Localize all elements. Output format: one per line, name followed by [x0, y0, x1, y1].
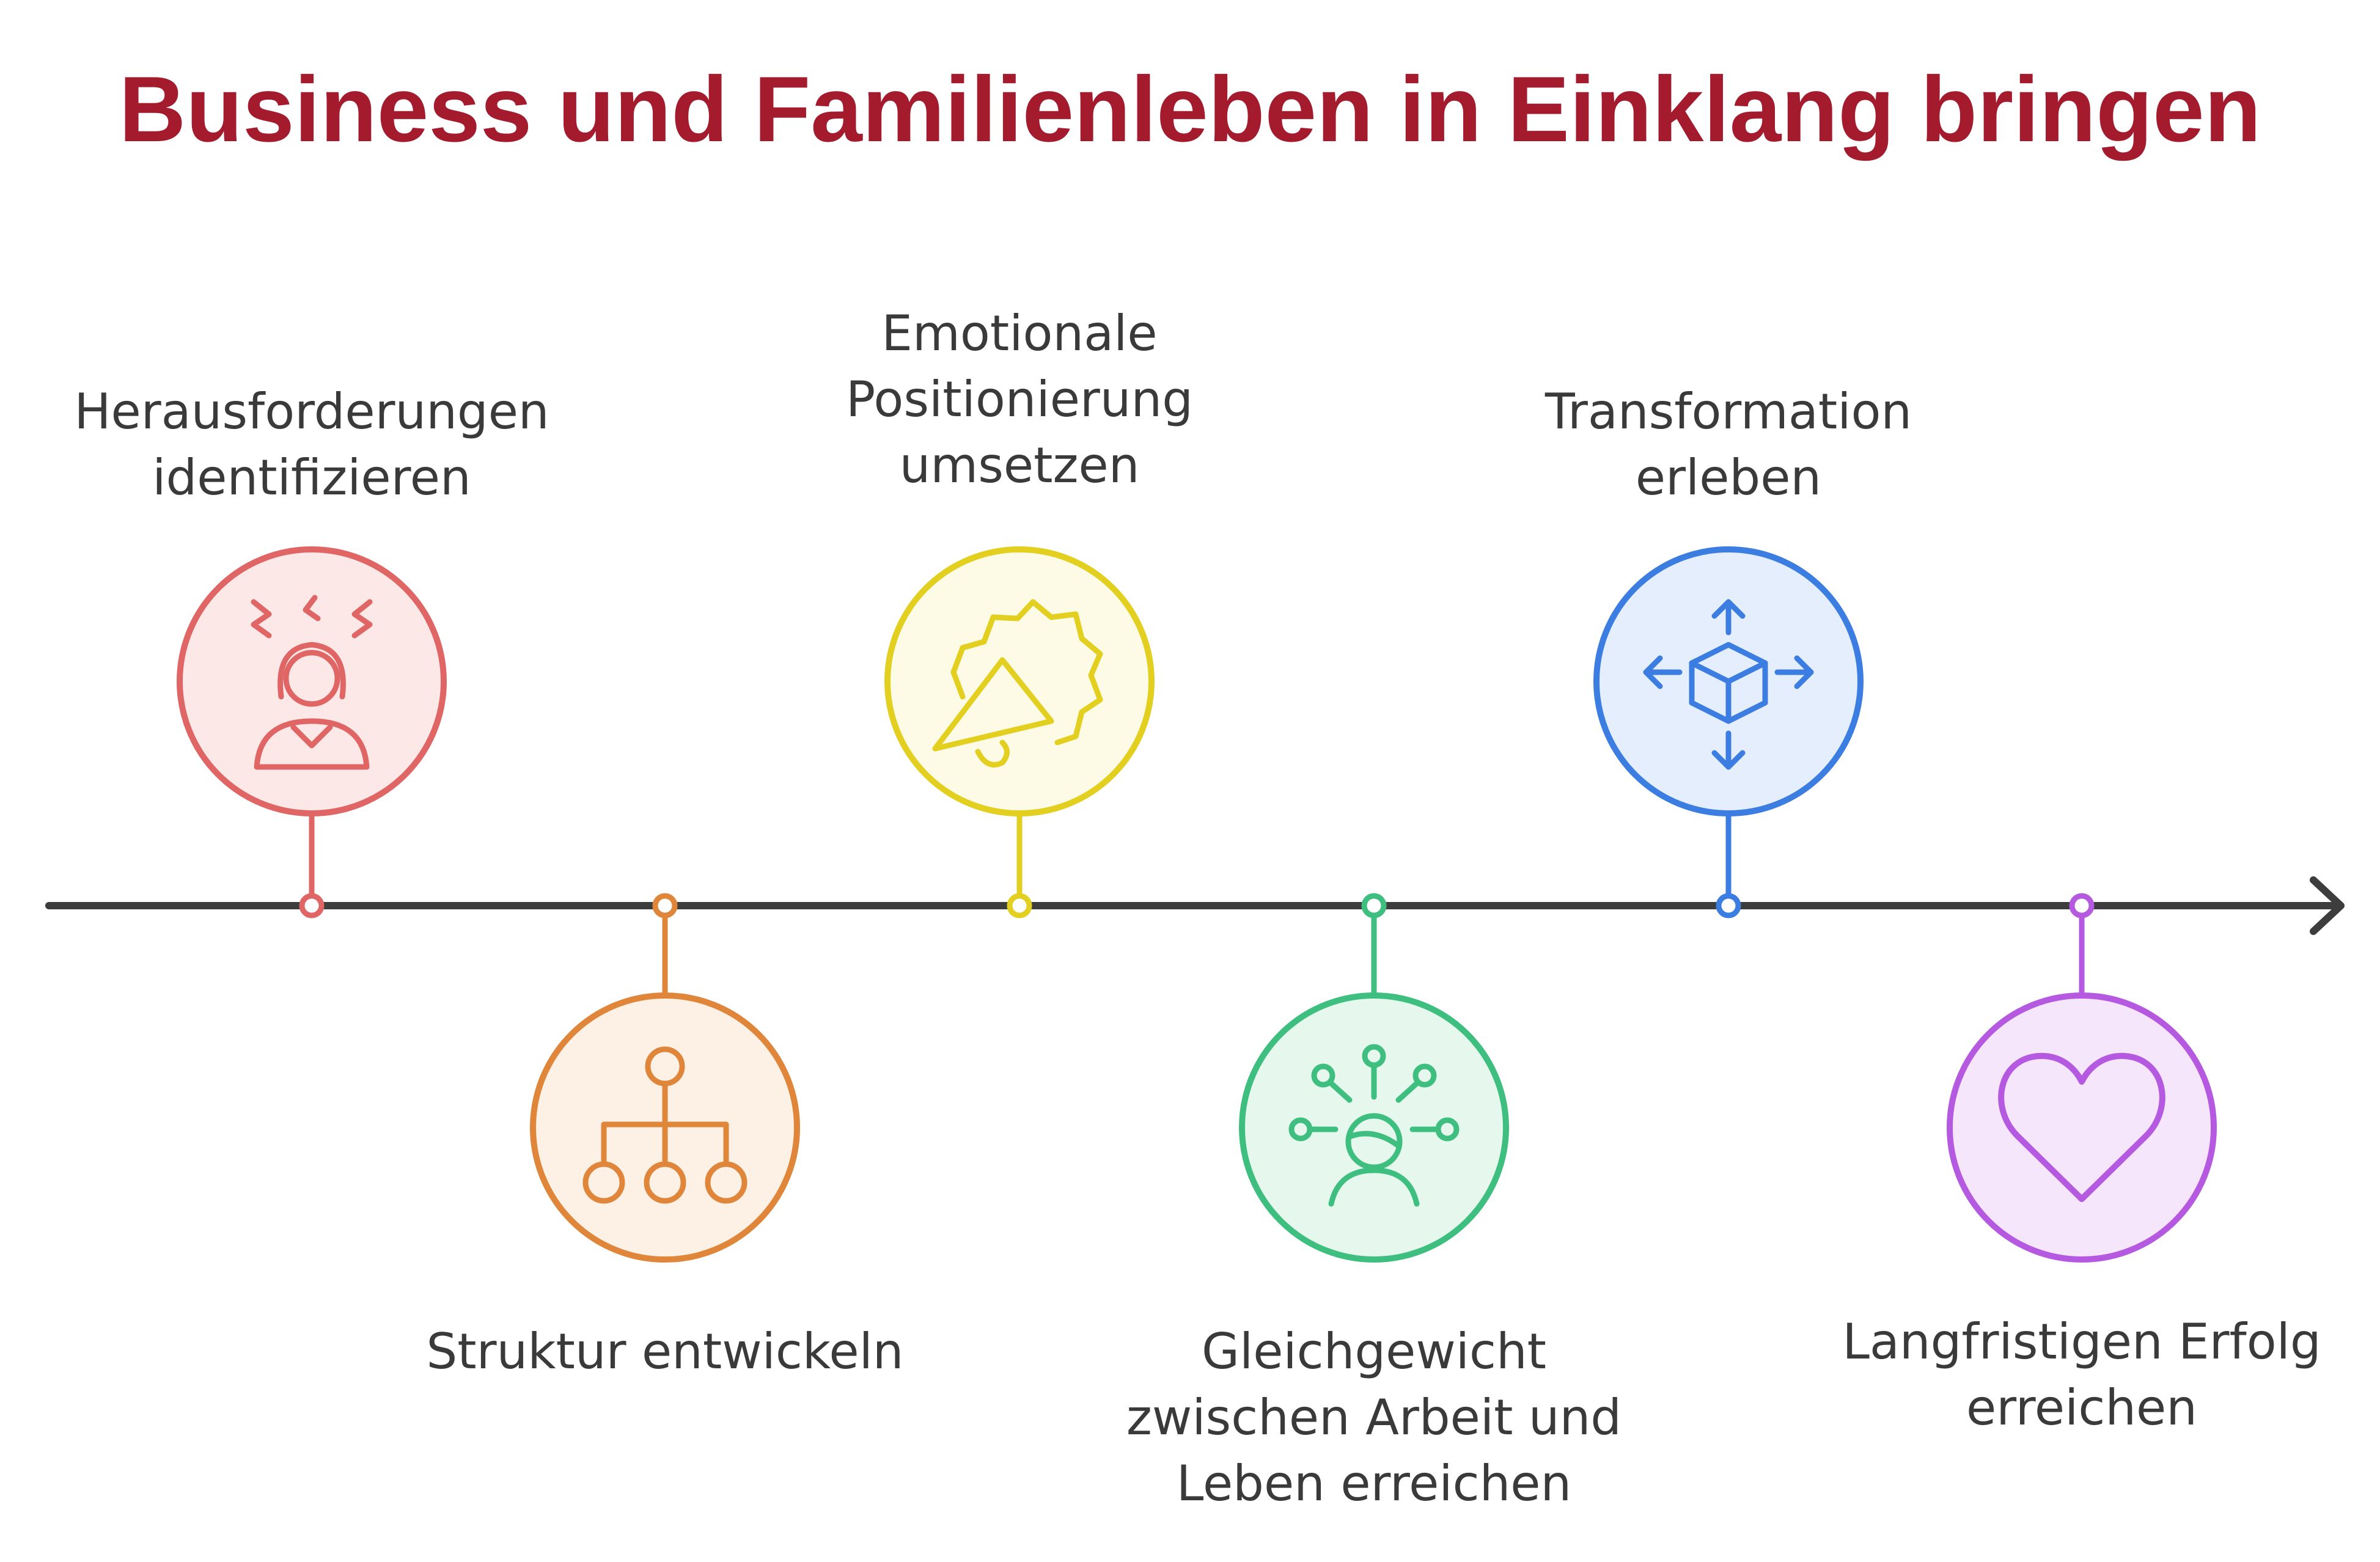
step-4-circle [1239, 992, 1509, 1263]
step-1-circle [177, 546, 447, 816]
timeline-node-5 [1716, 893, 1741, 919]
step-6-label: Langfristigen Erfolg erreichen [1842, 1313, 2321, 1436]
timeline-arrowhead [2310, 876, 2345, 935]
page-title: Business und Familienleben in Einklang b… [119, 57, 2261, 161]
balanced-person-icon [1288, 1044, 1460, 1207]
timeline-step-3 [884, 546, 1155, 919]
timeline-node-6 [2069, 893, 2095, 919]
timeline-node-2 [652, 893, 678, 919]
step-3-label: Emotionale Positionierung umsetzen [845, 305, 1193, 494]
step-4-label: Gleichgewicht zwischen Arbeit und Leben … [1126, 1323, 1622, 1512]
hierarchy-icon [582, 1046, 747, 1204]
timeline-step-1 [177, 546, 447, 919]
heart-icon [1998, 1052, 2165, 1202]
step-2-label: Struktur entwickeln [426, 1323, 904, 1380]
stressed-person-icon [251, 595, 373, 770]
timeline-step-6 [1947, 893, 2217, 1263]
timeline-node-1 [299, 893, 325, 919]
megaphone-icon [932, 599, 1103, 768]
timeline-node-3 [1007, 893, 1032, 919]
timeline-step-4 [1239, 893, 1509, 1263]
step-5-label: Transformation erleben [1544, 383, 1912, 506]
step-1-label: Herausforderungen identifizieren [74, 383, 549, 506]
step-6-circle [1947, 992, 2217, 1263]
cube-arrows-icon [1643, 599, 1814, 770]
timeline-step-5 [1593, 546, 1864, 919]
timeline-node-4 [1361, 893, 1387, 919]
timeline-step-2 [530, 893, 800, 1263]
